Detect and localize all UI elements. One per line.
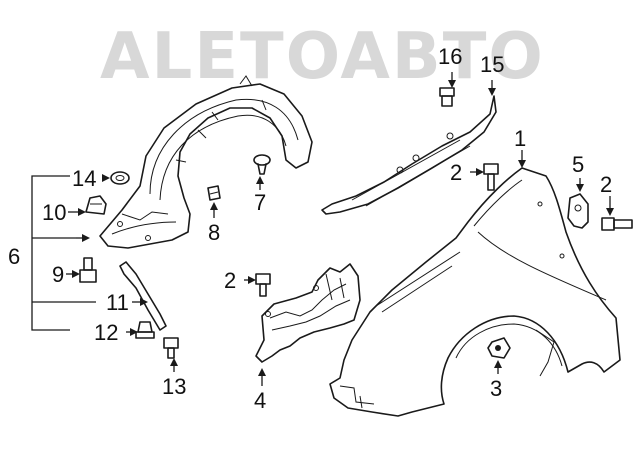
liner-strip-part <box>119 261 167 331</box>
group-6-bracket <box>31 175 96 331</box>
callout-15: 15 <box>480 52 504 77</box>
watermark-text: ALETOABTO <box>100 20 545 94</box>
callout-13: 13 <box>162 374 186 399</box>
callout-4: 4 <box>254 388 266 413</box>
callout-12: 12 <box>94 320 118 345</box>
fastener-8-part <box>207 185 221 201</box>
callout-1: 1 <box>514 126 526 151</box>
fender-seal-part <box>255 263 361 363</box>
bolt-2a-part <box>483 163 499 191</box>
bolt-2c-part <box>255 273 271 297</box>
clip-7-part <box>253 154 271 175</box>
callout-10: 10 <box>42 200 66 225</box>
fender-part <box>329 167 621 417</box>
leader-lines <box>66 72 614 386</box>
fender-liner-part <box>99 75 313 249</box>
nut-part <box>487 337 511 359</box>
callout-5: 5 <box>572 152 584 177</box>
washer-part <box>110 171 130 185</box>
callout-9: 9 <box>52 262 64 287</box>
callout-11: 11 <box>106 290 129 315</box>
callout-2a: 2 <box>450 160 462 185</box>
callout-7: 7 <box>254 190 266 215</box>
clip-part <box>85 195 107 215</box>
callout-labels: 1 2 2 2 3 4 5 6 7 8 9 10 11 12 13 14 15 … <box>8 44 612 413</box>
callout-16: 16 <box>438 44 462 69</box>
bolt-13-part <box>163 337 179 359</box>
grommet-part <box>135 321 155 339</box>
watermark-logo: ALETOABTO <box>100 20 545 94</box>
bolt-9-part <box>79 257 97 283</box>
callout-14: 14 <box>72 166 96 191</box>
callout-2b: 2 <box>600 172 612 197</box>
bolt-2b-part <box>601 217 633 231</box>
callout-6: 6 <box>8 244 20 269</box>
side-bracket-part <box>567 193 589 229</box>
clip-16-part <box>439 87 455 107</box>
callout-3: 3 <box>490 376 502 401</box>
fender-bracket-part <box>321 95 497 215</box>
callout-8: 8 <box>208 220 220 245</box>
callout-2c: 2 <box>224 268 236 293</box>
